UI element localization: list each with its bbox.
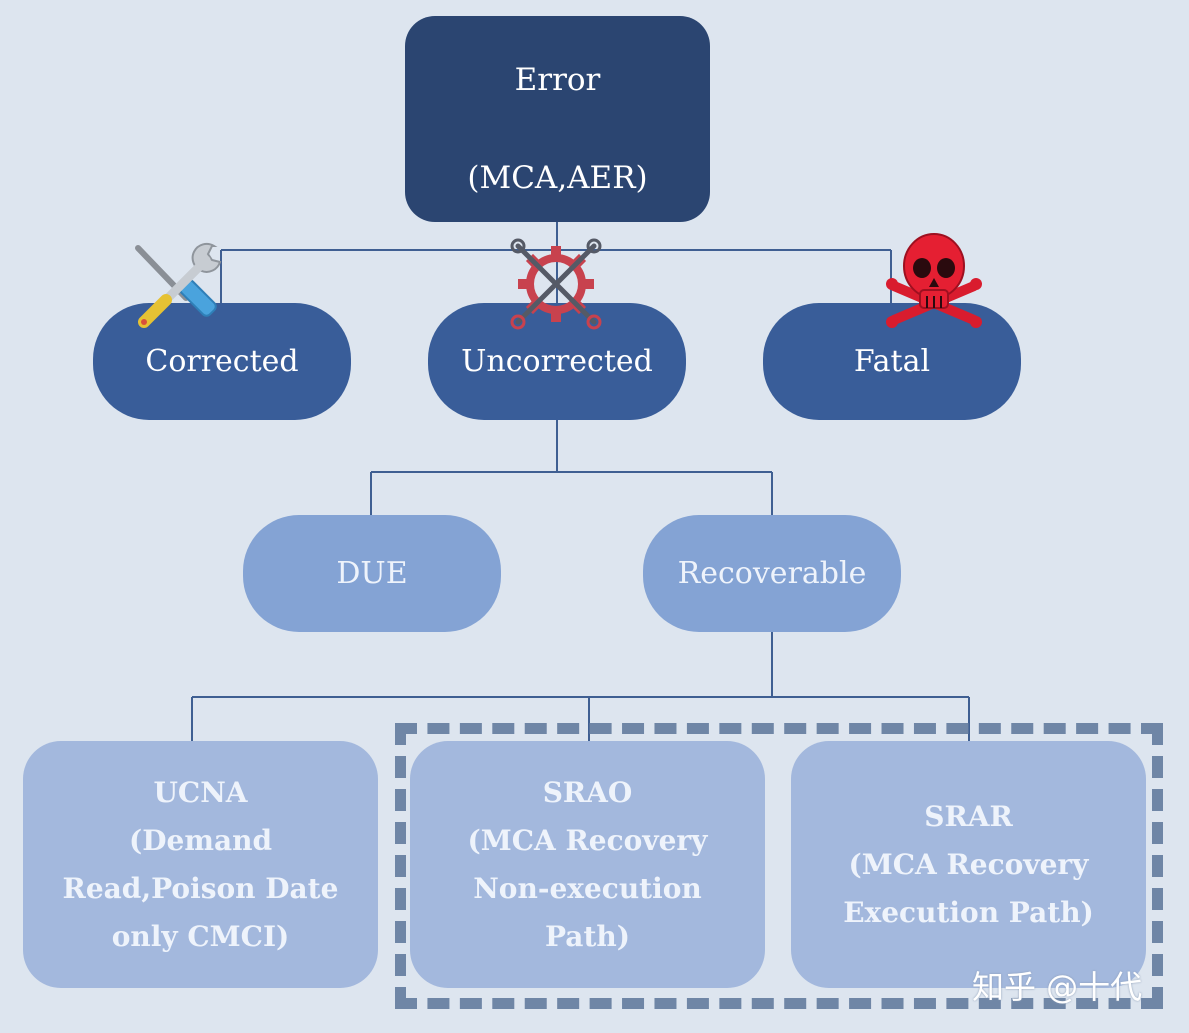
srar-line-3: Execution Path) (843, 895, 1094, 929)
srao-line-4: Path) (545, 919, 630, 953)
ucna-line-1: UCNA (153, 775, 248, 809)
due-node: DUE (243, 515, 501, 632)
srao-line-3: Non-execution (473, 871, 702, 905)
recoverable-label: Recoverable (677, 556, 867, 591)
broken-gear-icon (510, 238, 602, 330)
recoverable-node: Recoverable (643, 515, 901, 632)
ucna-line-3: Read,Poison Date (62, 871, 339, 905)
skull-crossbones-icon (886, 233, 982, 328)
error-node-subtitle: (MCA,AER) (467, 160, 648, 196)
error-node: Error (MCA,AER) (405, 16, 710, 222)
srar-line-1: SRAR (924, 799, 1013, 833)
corrected-node: Corrected (93, 303, 351, 420)
ucna-node: UCNA (Demand Read,Poison Date only CMCI) (23, 741, 378, 988)
uncorrected-node: Uncorrected (428, 303, 686, 420)
srao-line-1: SRAO (542, 775, 633, 809)
srar-line-2: (MCA Recovery (848, 847, 1089, 881)
fatal-label: Fatal (853, 344, 931, 379)
uncorrected-label: Uncorrected (461, 344, 653, 379)
ucna-line-4: only CMCI) (111, 919, 290, 953)
srao-node: SRAO (MCA Recovery Non-execution Path) (410, 741, 765, 988)
srar-node: SRAR (MCA Recovery Execution Path) (791, 741, 1146, 988)
corrected-label: Corrected (145, 344, 299, 379)
tools-icon (135, 242, 222, 328)
watermark: 知乎 @十代 (972, 968, 1143, 1006)
srao-line-2: (MCA Recovery (467, 823, 708, 857)
due-label: DUE (336, 556, 408, 591)
error-node-title: Error (514, 62, 601, 98)
dashed-group-border (395, 723, 1163, 1009)
ucna-line-2: (Demand (128, 823, 273, 857)
